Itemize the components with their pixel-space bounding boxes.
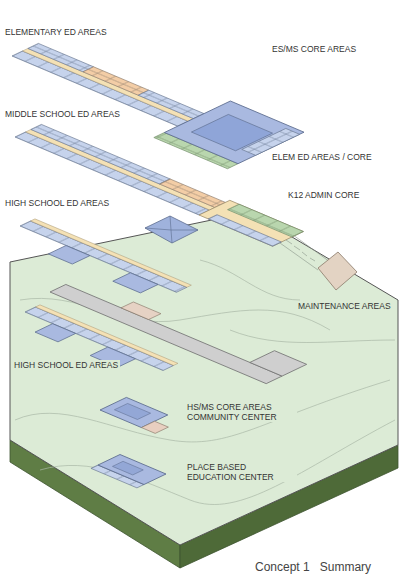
area-label: K12 ADMIN CORE bbox=[288, 190, 359, 200]
caption: Concept 1 Summary bbox=[255, 560, 371, 574]
area-label: HIGH SCHOOL ED AREAS bbox=[5, 198, 109, 208]
area-label: ES/MS CORE AREAS bbox=[272, 44, 356, 54]
area-label: HIGH SCHOOL ED AREAS bbox=[12, 360, 120, 370]
area-label: PLACE BASED EDUCATION CENTER bbox=[185, 462, 297, 482]
area-label: ELEM ED AREAS / CORE bbox=[272, 152, 372, 162]
area-label: ELEMENTARY ED AREAS bbox=[5, 27, 107, 37]
area-label: HS/MS CORE AREAS COMMUNITY CENTER bbox=[185, 402, 297, 422]
area-label: MIDDLE SCHOOL ED AREAS bbox=[5, 109, 120, 119]
area-label: MAINTENANCE AREAS bbox=[296, 301, 393, 311]
